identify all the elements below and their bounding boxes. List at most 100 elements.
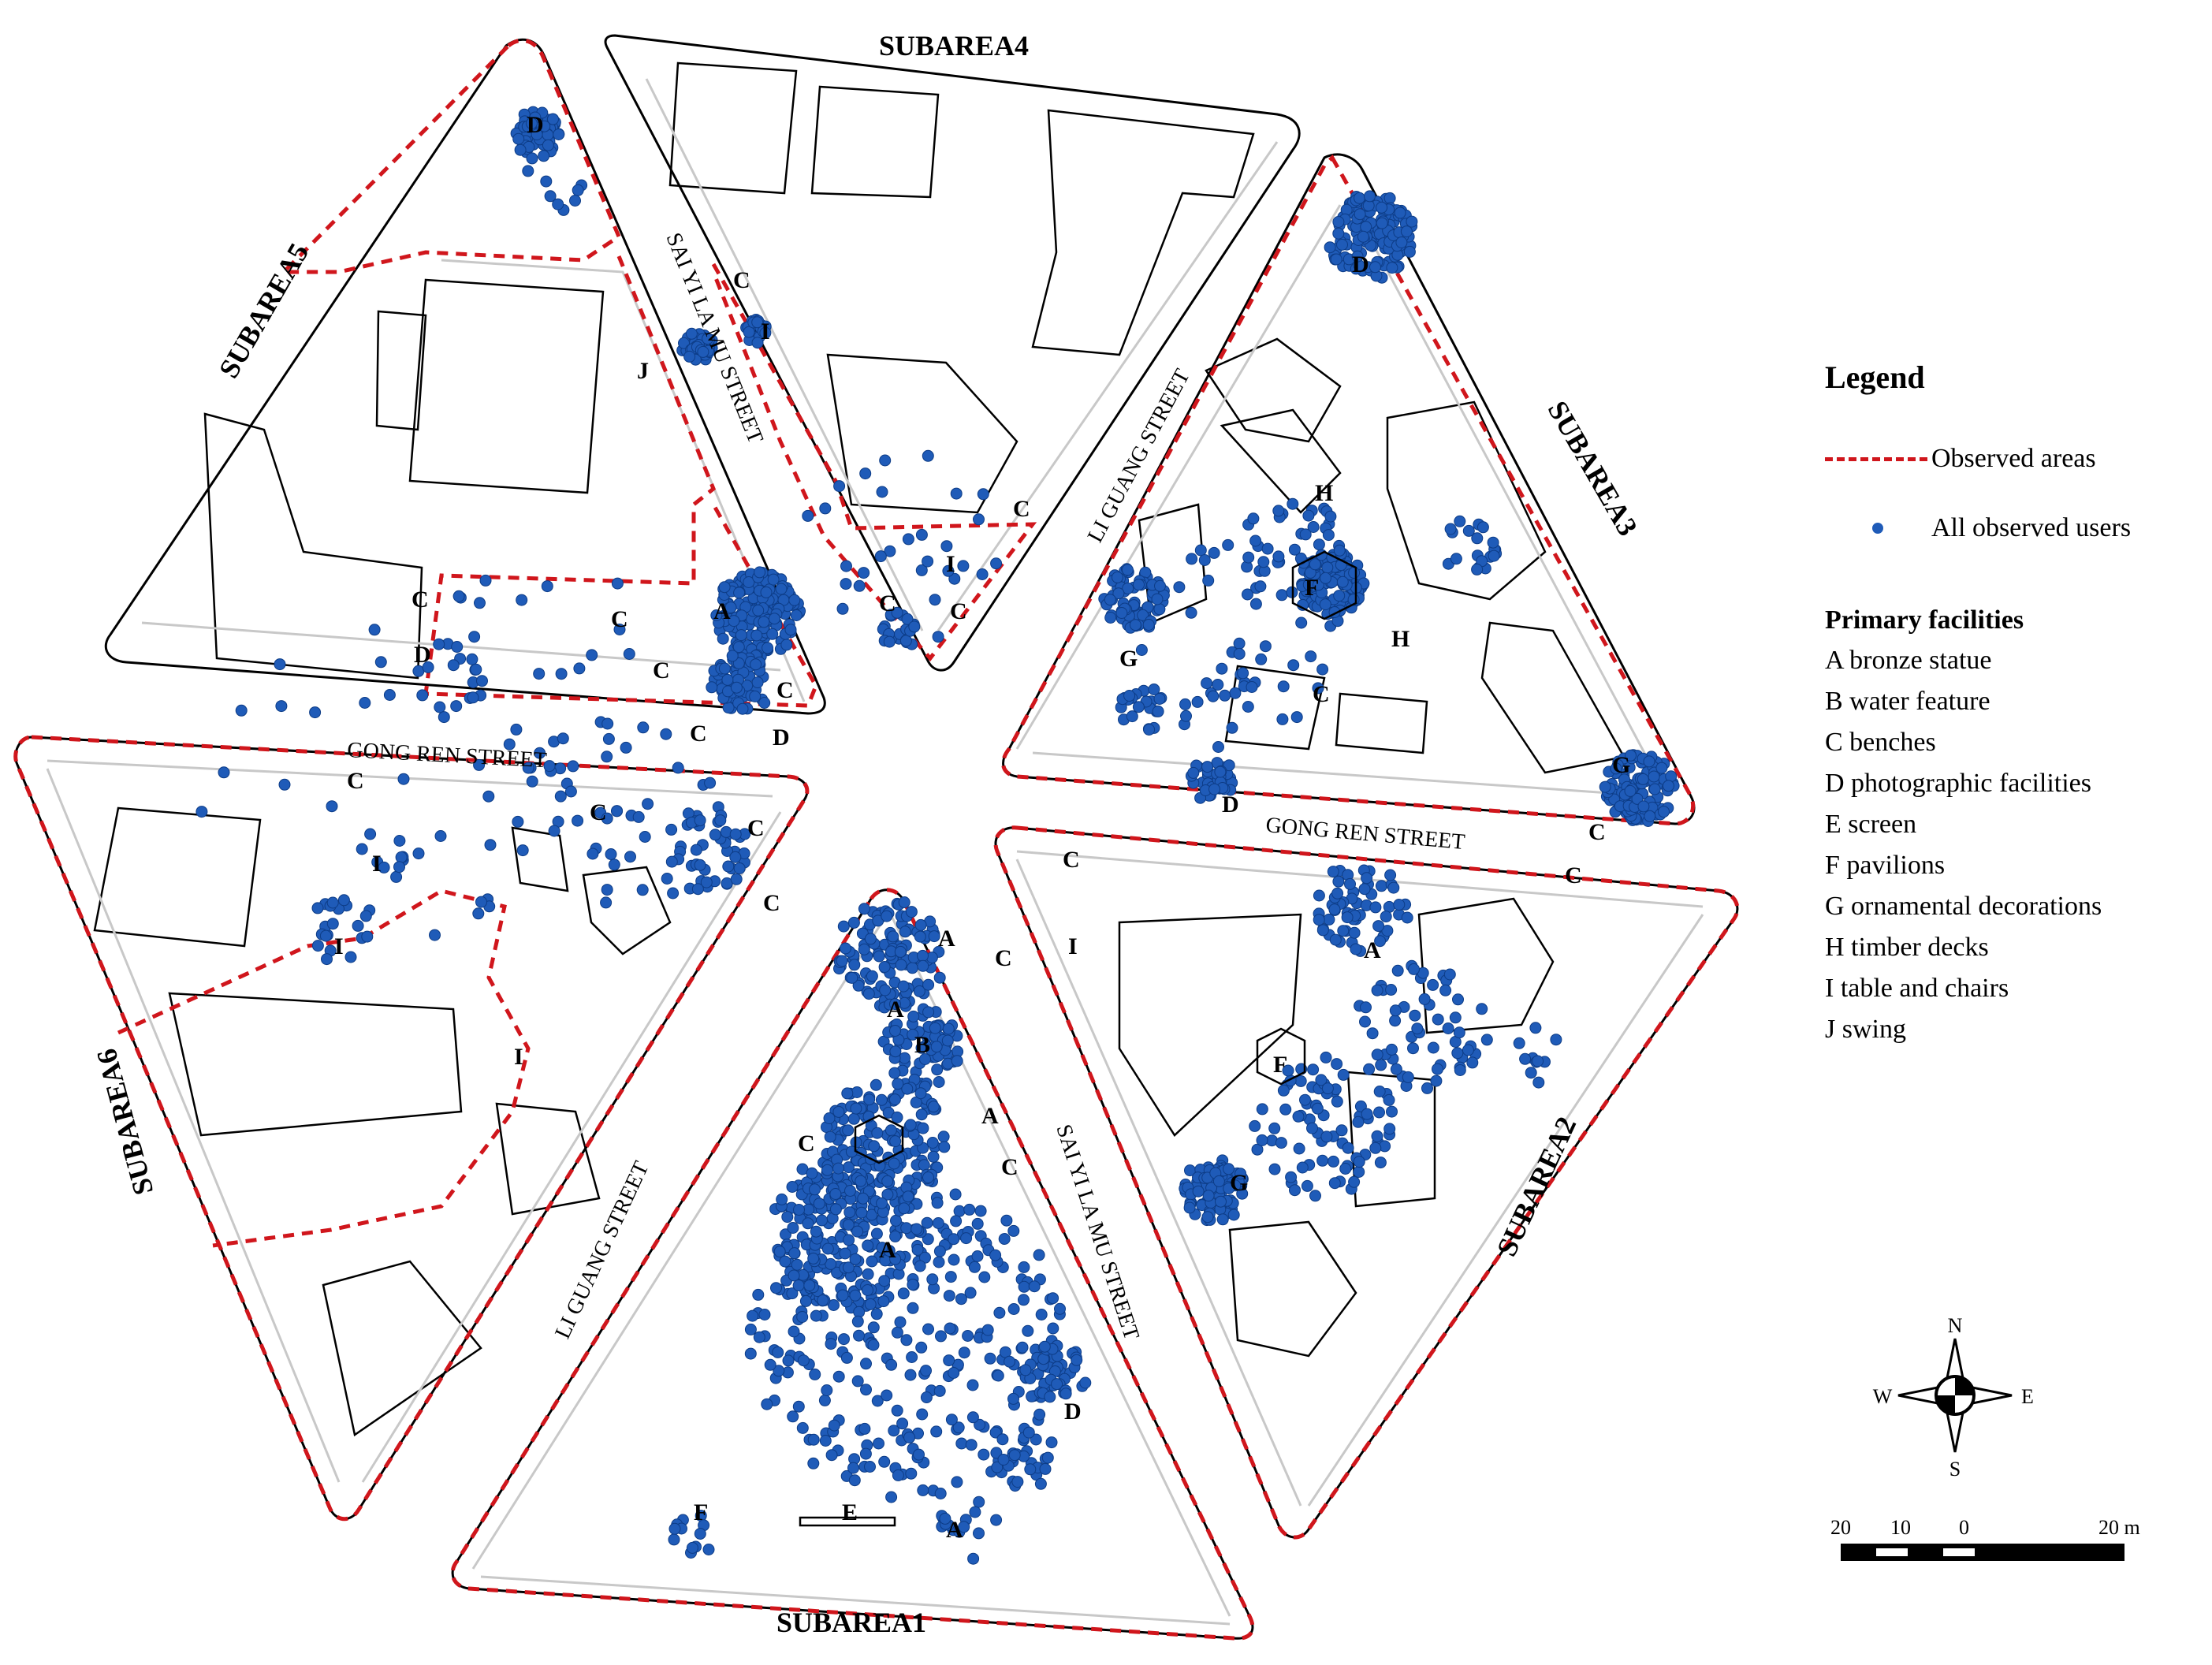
observed-user-dot [1153, 603, 1166, 616]
observed-user-dot [883, 635, 896, 648]
compass-w: W [1873, 1385, 1893, 1408]
observed-user-dot [473, 758, 486, 771]
observed-user-dot [1386, 1105, 1398, 1118]
observed-user-dot [1079, 1376, 1092, 1389]
observed-user-dot [744, 1323, 757, 1335]
observed-user-dot [538, 120, 551, 132]
observed-user-dot [542, 139, 554, 151]
observed-user-dot [613, 624, 626, 635]
observed-user-dot [1336, 575, 1349, 588]
observed-user-dot [874, 550, 887, 563]
observed-user-dot [868, 1140, 881, 1153]
legend-users-row: All observed users [1825, 505, 2203, 552]
observed-user-dot [1411, 1022, 1424, 1035]
observed-user-dot [1237, 667, 1249, 680]
observed-user-dot [867, 1321, 880, 1334]
observed-user-dot [1198, 554, 1211, 566]
observed-user-dot [1277, 1084, 1290, 1097]
observed-user-dot [1233, 647, 1246, 660]
observed-user-dot [840, 560, 852, 572]
observed-user-dot [1016, 1341, 1029, 1354]
observed-user-dot [1637, 800, 1650, 813]
observed-user-dot [1328, 903, 1341, 916]
observed-user-dot [879, 454, 892, 467]
observed-user-dot [951, 1476, 963, 1488]
facility-item: C benches [1825, 728, 1936, 757]
observed-user-dot [858, 903, 870, 915]
observed-user-dot [758, 1309, 771, 1320]
marker: D [1352, 251, 1369, 278]
observed-user-dot [1383, 1123, 1396, 1135]
observed-user-dot [933, 1076, 945, 1088]
observed-user-dot [932, 1217, 944, 1229]
observed-user-dot [1335, 1124, 1348, 1137]
observed-user-dot [1316, 924, 1329, 937]
observed-user-dot [319, 929, 332, 942]
street-gong-ren-left: GONG REN STREET [347, 738, 548, 773]
observed-user-dot [697, 345, 709, 358]
observed-user-dot [1332, 216, 1345, 228]
observed-user-dot [917, 949, 929, 962]
observed-user-dot [1185, 606, 1197, 619]
observed-user-dot [788, 594, 801, 606]
observed-user-dot [1663, 780, 1674, 792]
observed-user-dot [760, 586, 773, 598]
observed-user-dot [1452, 993, 1464, 1006]
observed-user-dot [624, 851, 636, 863]
observed-user-dot [884, 545, 896, 557]
observed-user-dot [1201, 677, 1213, 690]
observed-user-dot [948, 1253, 960, 1266]
observed-user-dot [864, 1461, 876, 1473]
observed-user-dot [824, 1130, 836, 1143]
observed-user-dot [898, 1202, 910, 1215]
observed-user-dot [729, 851, 742, 863]
observed-user-dot [573, 662, 586, 675]
observed-user-dot [918, 1159, 930, 1171]
observed-user-dot [920, 1365, 932, 1377]
observed-user-dot [881, 1389, 893, 1402]
observed-user-dot [1380, 911, 1392, 923]
observed-user-dot [1353, 1156, 1365, 1168]
observed-user-dot [447, 659, 460, 672]
observed-user-dot [1018, 1261, 1030, 1273]
observed-user-dot [1311, 1102, 1324, 1115]
marker: C [798, 1130, 815, 1157]
observed-user-dot [1122, 582, 1134, 594]
observed-user-dot [1341, 911, 1354, 924]
observed-user-dot [919, 1053, 931, 1065]
observed-user-dot [1207, 690, 1220, 702]
observed-user-dot [873, 1437, 884, 1450]
observed-user-dot [196, 806, 208, 818]
observed-user-dot [632, 810, 645, 823]
facility-item: H timber decks [1825, 933, 1989, 962]
observed-user-dot [1330, 253, 1342, 266]
observed-user-dot [891, 1326, 903, 1339]
observed-user-dot [611, 805, 623, 818]
observed-user-dot [888, 1093, 901, 1106]
observed-user-dot [1121, 564, 1134, 576]
observed-user-dot [1186, 553, 1198, 565]
observed-user-dot [779, 1255, 791, 1268]
observed-user-dot [1525, 1067, 1537, 1079]
observed-user-dot [901, 1082, 914, 1095]
marker: C [347, 768, 364, 794]
observed-user-dot [1354, 208, 1366, 221]
observed-user-dot [1261, 542, 1274, 555]
observed-user-dot [1386, 1043, 1398, 1056]
observed-user-dot [907, 1028, 919, 1041]
observed-user-dot [864, 1298, 877, 1310]
observed-user-dot [957, 560, 970, 572]
observed-user-dot [802, 1217, 814, 1230]
observed-area-swatch [1825, 456, 1927, 461]
observed-user-dot [1255, 653, 1268, 665]
marker: C [747, 815, 765, 841]
observed-user-dot [1227, 1209, 1240, 1221]
observed-user-dot [899, 635, 912, 647]
observed-user-dot [1268, 1163, 1281, 1175]
observed-user-dot [993, 1306, 1006, 1319]
observed-user-dot [1409, 1009, 1421, 1022]
observed-user-dot [934, 1488, 947, 1499]
observed-user-dot [393, 835, 406, 847]
observed-user-dot [1391, 964, 1404, 977]
observed-user-dot [858, 567, 870, 579]
